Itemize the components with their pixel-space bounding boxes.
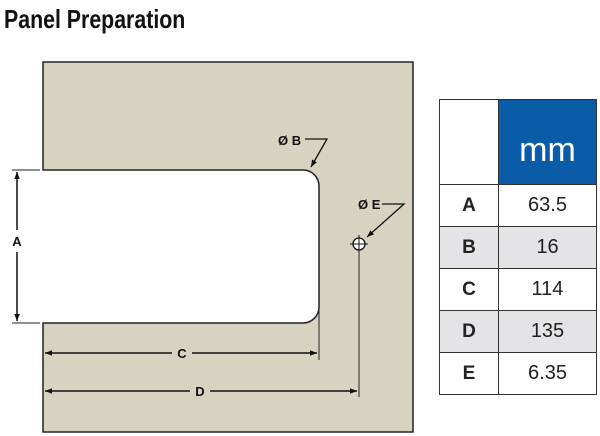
hole-e: Ø E: [350, 197, 406, 253]
svg-text:Ø B: Ø B: [278, 133, 301, 148]
svg-text:C: C: [177, 346, 187, 361]
table-corner: [439, 99, 499, 185]
dimension-c: C: [45, 307, 320, 361]
svg-text:D: D: [195, 384, 204, 399]
page-title: Panel Preparation: [4, 4, 186, 34]
svg-text:Ø E: Ø E: [358, 197, 381, 212]
dimension-a: A: [12, 169, 40, 324]
svg-text:A: A: [12, 234, 22, 249]
callout-b: Ø B: [278, 133, 329, 168]
unit-header: mm: [498, 99, 597, 185]
dimension-d: D: [45, 250, 360, 399]
